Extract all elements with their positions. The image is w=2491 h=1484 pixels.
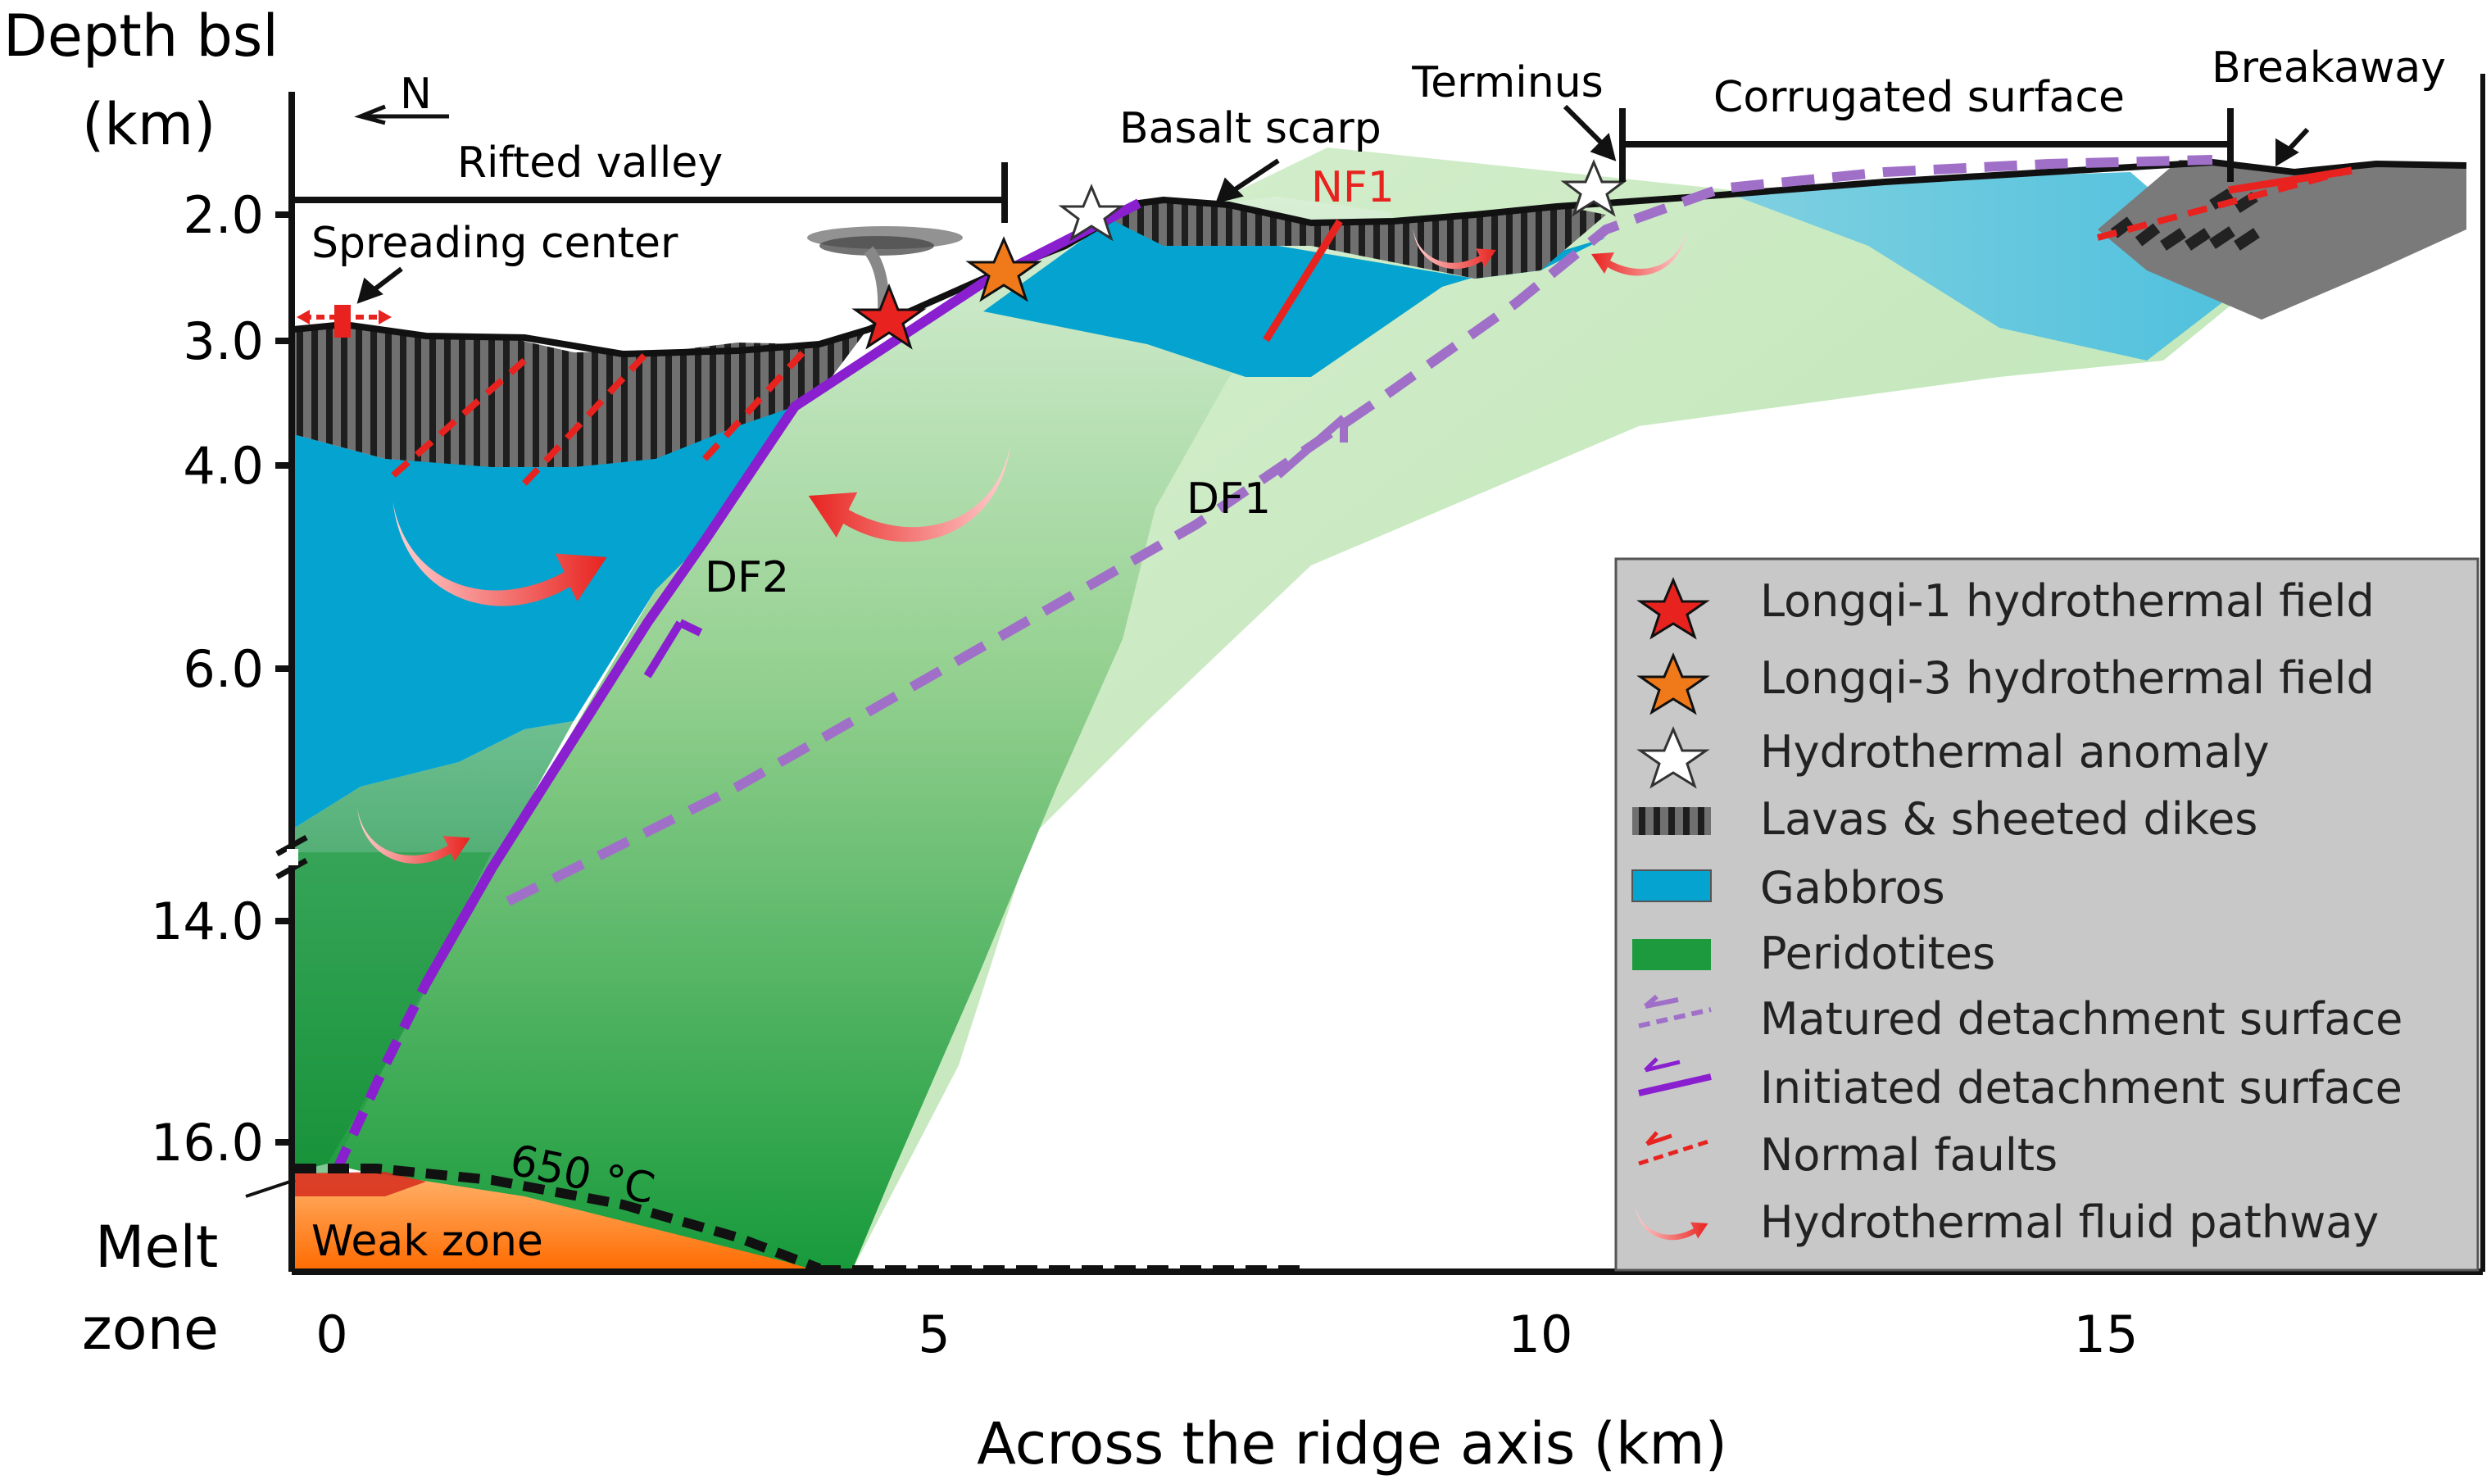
breakaway-fault — [2228, 166, 2353, 194]
legend-label: Hydrothermal fluid pathway — [1760, 1196, 2379, 1248]
rifted-valley-bracket — [292, 162, 1008, 223]
x-tick-label: 0 — [315, 1305, 347, 1364]
fault-nf1 — [1263, 219, 1343, 343]
y-tick-label: 6.0 — [183, 639, 264, 699]
matured-detachment-df1 — [506, 155, 2213, 906]
terminus-label: Terminus — [1411, 58, 1604, 107]
legend-gabbro-swatch-icon — [1631, 869, 1712, 902]
legend-label: Initiated detachment surface — [1760, 1062, 2403, 1114]
annotations: N Rifted valley Spreading center Basalt … — [292, 43, 2446, 1266]
legend-matured-detachment-icon — [1638, 994, 1712, 1028]
legend-label: Gabbros — [1760, 862, 1945, 914]
x-axis-title: Across the ridge axis (km) — [977, 1410, 1727, 1477]
legend-orange-star-icon — [1636, 652, 1710, 715]
corrugated-surface-label: Corrugated surface — [1713, 73, 2125, 122]
normal-fault — [2096, 169, 2345, 241]
lava-dikes-right — [2098, 160, 2466, 320]
axis-break-icon — [275, 834, 308, 880]
normal-fault — [702, 350, 805, 461]
legend-label: Longqi-1 hydrothermal field — [1760, 575, 2375, 627]
initiated-detachment-df2-dashed — [331, 866, 497, 1174]
breakaway-dike-hatch — [2110, 188, 2260, 251]
corrugated-surface-bracket — [1619, 108, 2234, 182]
melt-zone-label-line1: Melt — [95, 1214, 218, 1281]
basalt-scarp-label: Basalt scarp — [1119, 104, 1382, 153]
x-tick-label: 10 — [1509, 1305, 1573, 1364]
melt-zone-label-line2: zone — [82, 1296, 219, 1363]
legend-white-star-icon — [1636, 726, 1710, 789]
y-tick-label: 14.0 — [151, 892, 264, 951]
spreading-center-marker — [297, 305, 392, 338]
df1-slip-arrow — [1275, 415, 1348, 479]
legend-label: Matured detachment surface — [1760, 993, 2403, 1045]
legend-label: Normal faults — [1760, 1129, 2058, 1181]
legend-label: Lavas & sheeted dikes — [1760, 793, 2257, 845]
y-tick-label: 16.0 — [151, 1113, 264, 1173]
y-tick-label: 2.0 — [183, 185, 264, 245]
x-tick-label: 5 — [918, 1305, 950, 1364]
y-axis-title-line1: Depth bsl — [3, 2, 279, 70]
legend-box — [1614, 557, 2480, 1272]
legend-peridotite-swatch-icon — [1632, 939, 1711, 970]
gabbro-left — [293, 406, 795, 828]
anomaly-star-icon — [1058, 184, 1125, 242]
legend: Longqi-1 hydrothermal field Longqi-3 hyd… — [1614, 557, 2480, 1272]
normal-faults — [391, 169, 2345, 486]
hydrothermal-sites — [851, 159, 1627, 350]
y-tick-label: 3.0 — [183, 311, 264, 371]
y-tick-label: 4.0 — [183, 436, 264, 496]
detachment-surfaces — [331, 155, 2213, 1174]
legend-normal-fault-icon — [1638, 1131, 1712, 1166]
axes: 2.0 3.0 4.0 6.0 14.0 16.0 0 5 10 15 Dept… — [3, 2, 2485, 1477]
weak-zone — [295, 1173, 819, 1272]
legend-lava-swatch-icon — [1632, 807, 1711, 835]
rifted-valley-label: Rifted valley — [457, 138, 723, 188]
legend-initiated-detachment-icon — [1638, 1057, 1712, 1096]
legend-label: Hydrothermal anomaly — [1760, 726, 2270, 778]
lava-dikes-left — [293, 324, 869, 467]
peridotite-left-lower — [295, 852, 492, 1180]
legend-label: Peridotites — [1760, 928, 1995, 979]
melt-layer — [295, 1172, 426, 1196]
df2-slip-arrow — [643, 619, 703, 678]
breakaway-label: Breakaway — [2212, 43, 2446, 93]
weak-zone-label: Weak zone — [311, 1217, 543, 1266]
legend-label: Longqi-3 hydrothermal field — [1760, 652, 2375, 704]
legend-red-star-icon — [1636, 577, 1710, 640]
nf1-label: NF1 — [1311, 163, 1395, 212]
df2-label: DF2 — [705, 553, 789, 602]
x-tick-label: 15 — [2074, 1305, 2139, 1364]
north-label: N — [400, 70, 432, 119]
anomaly-star-icon — [1560, 159, 1627, 217]
y-axis-title-line2: (km) — [82, 91, 216, 158]
longqi-3-star-icon — [965, 236, 1042, 302]
longqi-1-star-icon — [851, 283, 927, 350]
melt-pointer-line — [245, 1178, 296, 1198]
df1-label: DF1 — [1187, 474, 1271, 524]
peridotite-body — [328, 197, 1393, 1274]
spreading-center-label: Spreading center — [311, 219, 678, 268]
isotherm-650-line — [295, 1164, 822, 1273]
